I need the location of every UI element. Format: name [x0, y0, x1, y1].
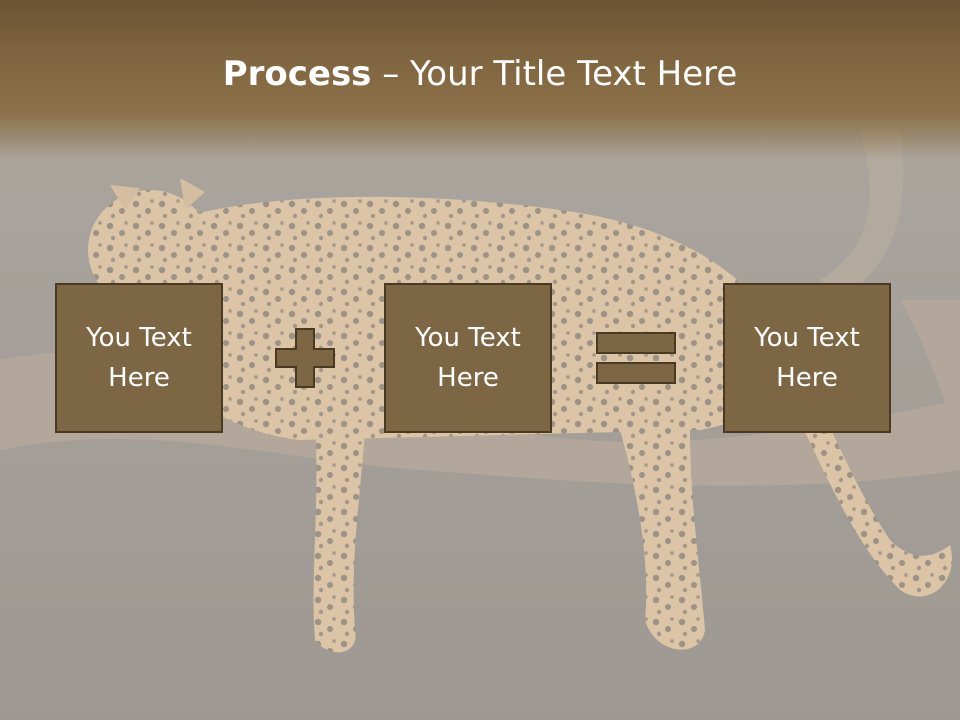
process-box-1[interactable]: You Text Here — [55, 283, 223, 433]
slide-title[interactable]: Process – Your Title Text Here — [0, 52, 960, 96]
title-bar — [0, 0, 960, 160]
title-bold: Process — [222, 54, 372, 94]
process-box-1-text: You Text Here — [86, 323, 192, 393]
process-box-2[interactable]: You Text Here — [384, 283, 552, 433]
process-box-3-text: You Text Here — [754, 323, 860, 393]
title-rest: – Your Title Text Here — [371, 54, 738, 94]
process-box-3[interactable]: You Text Here — [723, 283, 891, 433]
plus-icon — [275, 328, 335, 388]
process-box-2-text: You Text Here — [415, 323, 521, 393]
equals-icon — [596, 332, 676, 384]
